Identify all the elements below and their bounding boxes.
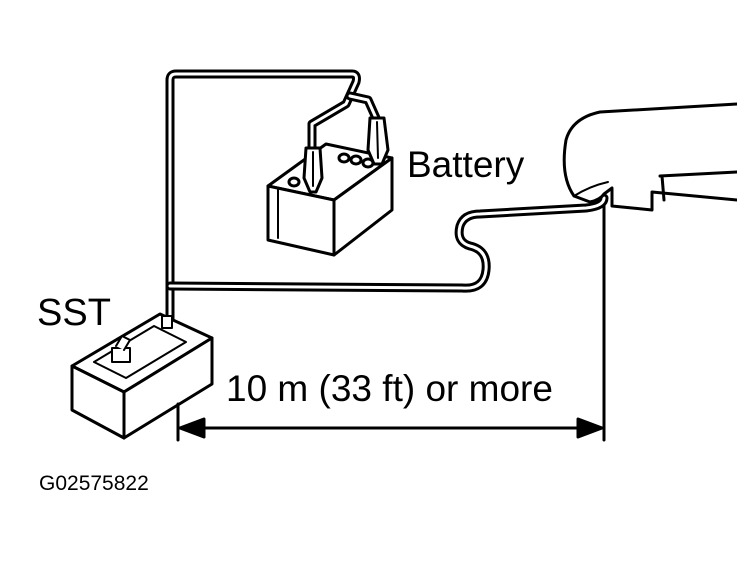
sst-device [70, 312, 214, 440]
battery-clips [302, 116, 390, 194]
sensor-cable [165, 193, 609, 293]
battery-cable [165, 69, 381, 329]
distance-label: 10 m (33 ft) or more [226, 368, 553, 409]
hand [562, 102, 737, 212]
figure-code: G02575822 [39, 472, 149, 495]
sst-label: SST [37, 292, 111, 334]
distance-dimension [176, 204, 606, 442]
battery-label: Battery [407, 144, 525, 185]
